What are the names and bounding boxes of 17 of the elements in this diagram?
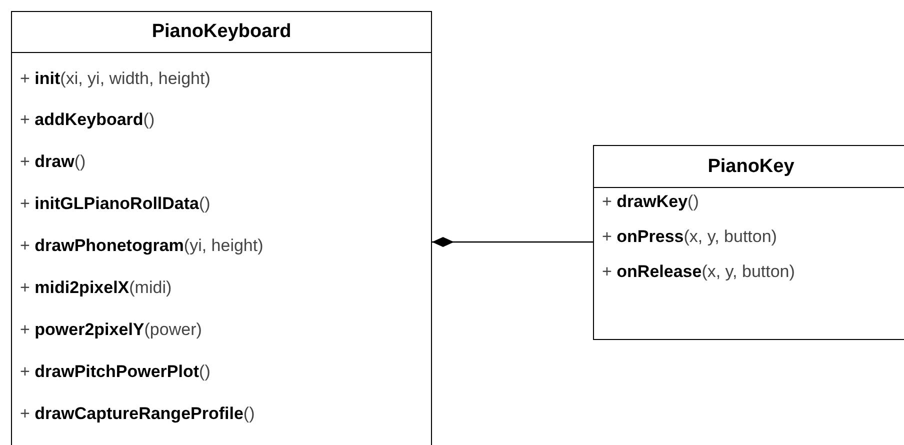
class-name: PianoKey <box>708 156 794 178</box>
method-text: + draw() <box>20 152 86 172</box>
method-text: + drawKey() <box>602 192 699 212</box>
composition-connector <box>432 237 593 247</box>
method-text: + onRelease(x, y, button) <box>602 262 795 282</box>
method-text: + midi2pixelX(midi) <box>20 278 172 298</box>
method-text: + init(xi, yi, width, height) <box>20 68 210 88</box>
class-name: PianoKeyboard <box>152 21 292 43</box>
method-text: + onPress(x, y, button) <box>602 226 777 246</box>
class-box <box>11 11 432 445</box>
method-text: + initGLPianoRollData() <box>20 194 210 214</box>
method-text: + drawCaptureRangeProfile() <box>20 404 255 424</box>
method-text: + drawPitchPowerPlot() <box>20 362 210 382</box>
method-text: + power2pixelY(power) <box>20 320 202 340</box>
method-text: + drawPhonetogram(yi, height) <box>20 236 264 256</box>
class-box <box>593 145 904 340</box>
method-text: + addKeyboard() <box>20 110 155 130</box>
